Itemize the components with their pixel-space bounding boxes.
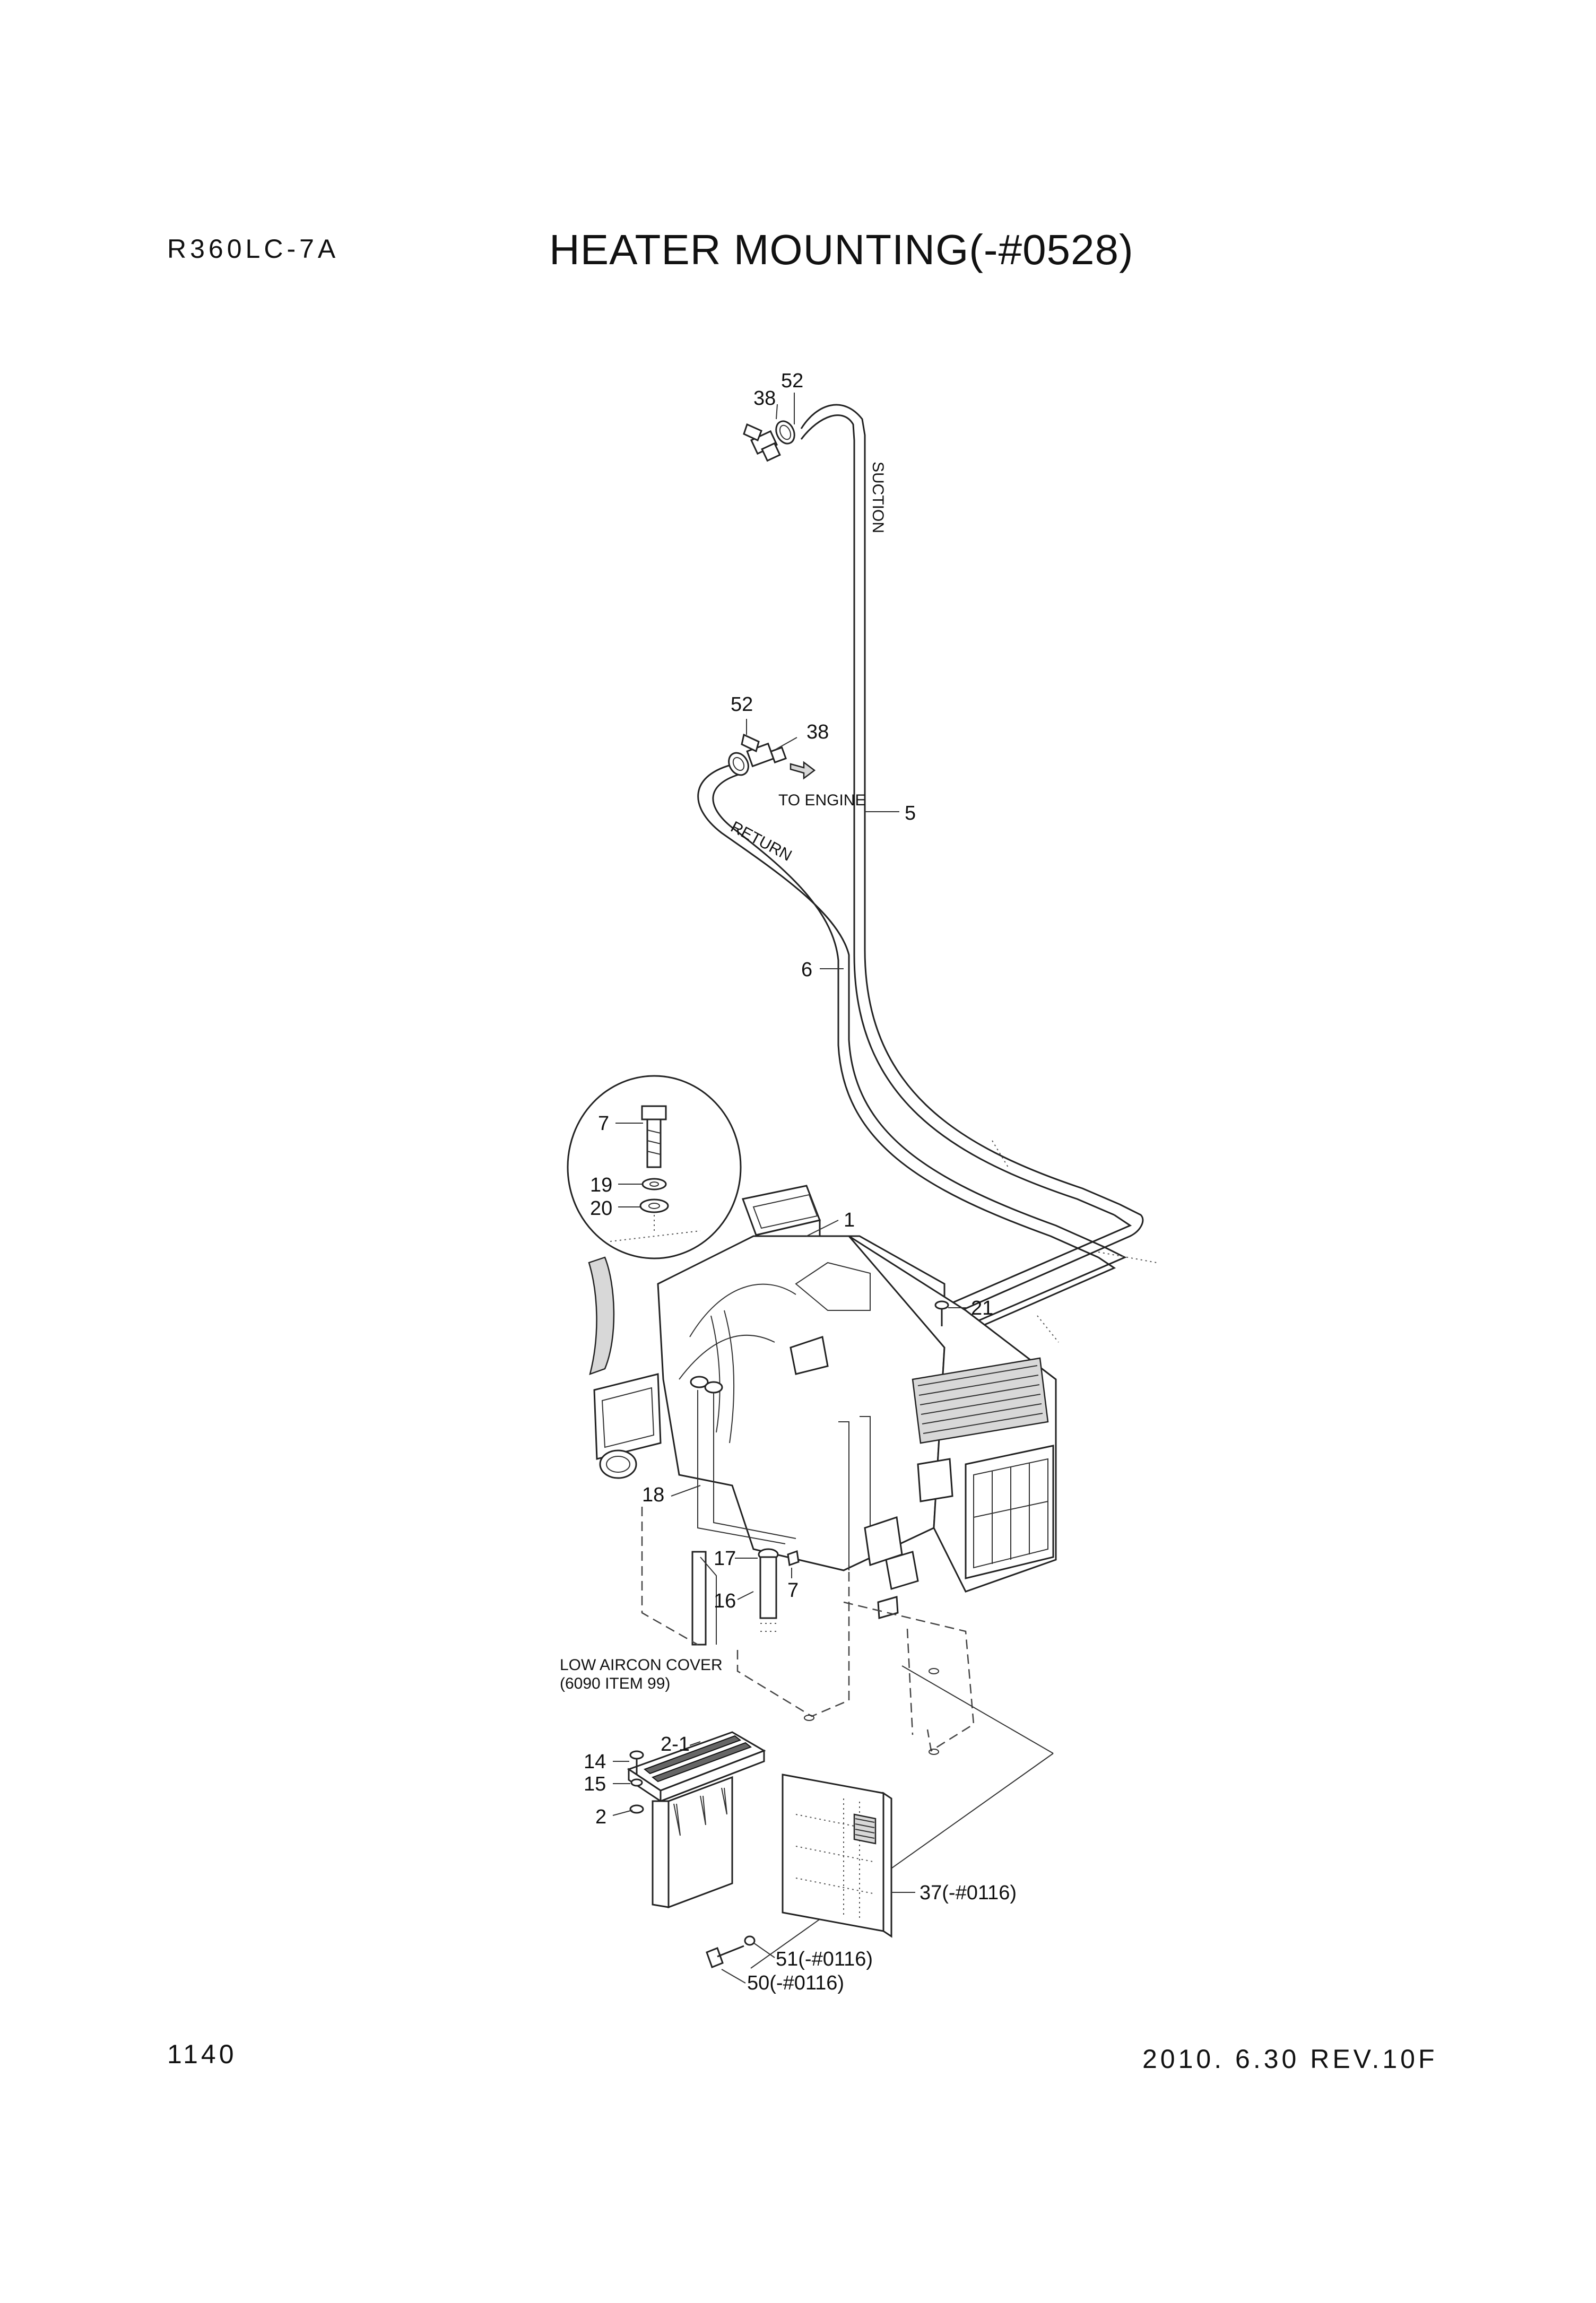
callout-17: 17 [714, 1548, 736, 1570]
callout-7-detail: 7 [598, 1113, 609, 1135]
callout-50: 50(-#0116) [747, 1972, 844, 1994]
page-number: 1140 [167, 2039, 237, 2069]
to-engine-note: TO ENGINE [778, 792, 865, 809]
cover-note-line1: LOW AIRCON COVER [560, 1656, 723, 1674]
callout-21: 21 [971, 1297, 993, 1319]
model-code: R360LC-7A [167, 234, 340, 264]
return-hose: RETURN [697, 763, 1104, 1258]
callout-16: 16 [714, 1590, 736, 1612]
callout-38-mid: 38 [806, 721, 829, 743]
callout-51: 51(-#0116) [776, 1948, 873, 1970]
callout-7-lower: 7 [787, 1579, 799, 1602]
callout-19: 19 [590, 1174, 612, 1196]
washer-51 [744, 1935, 756, 1946]
revision-info: 2010. 6.30 REV.10F [1142, 2044, 1438, 2074]
screw-14 [629, 1750, 644, 1775]
washer-15 [630, 1778, 643, 1787]
callout-20: 20 [590, 1197, 612, 1220]
callout-18: 18 [642, 1484, 664, 1506]
callout-52-mid: 52 [731, 693, 753, 716]
suction-hose: SUCTION [800, 404, 1120, 1216]
control-panel [627, 1731, 766, 1909]
water-valve-mid [728, 733, 816, 780]
drain-hose-16 [691, 1551, 717, 1646]
heater-unit [593, 1185, 1057, 1619]
water-valve-top [743, 420, 795, 462]
cover-plate-37 [782, 1774, 892, 1938]
callout-38-top: 38 [753, 387, 776, 410]
callout-6: 6 [801, 959, 812, 981]
low-aircon-cover [641, 1507, 975, 1755]
page-title: HEATER MOUNTING(-#0528) [549, 226, 1134, 273]
callout-52-top: 52 [781, 370, 803, 392]
cover-note-line2: (6090 ITEM 99) [560, 1675, 670, 1692]
callout-14: 14 [584, 1751, 606, 1773]
return-label: RETURN [728, 818, 795, 865]
callout-2-1: 2-1 [661, 1733, 690, 1756]
bolt-50 [706, 1945, 744, 1968]
bolt-detail-view [567, 1075, 742, 1375]
callout-2: 2 [595, 1806, 606, 1828]
drain-part-17 [758, 1548, 779, 1632]
suction-label: SUCTION [869, 462, 887, 533]
callout-15: 15 [584, 1773, 606, 1795]
screw-21 [934, 1300, 949, 1326]
heater-filter-grille [917, 1365, 1043, 1434]
callout-5: 5 [905, 802, 916, 824]
callout-37: 37(-#0116) [920, 1882, 1017, 1904]
callout-1: 1 [844, 1209, 855, 1231]
